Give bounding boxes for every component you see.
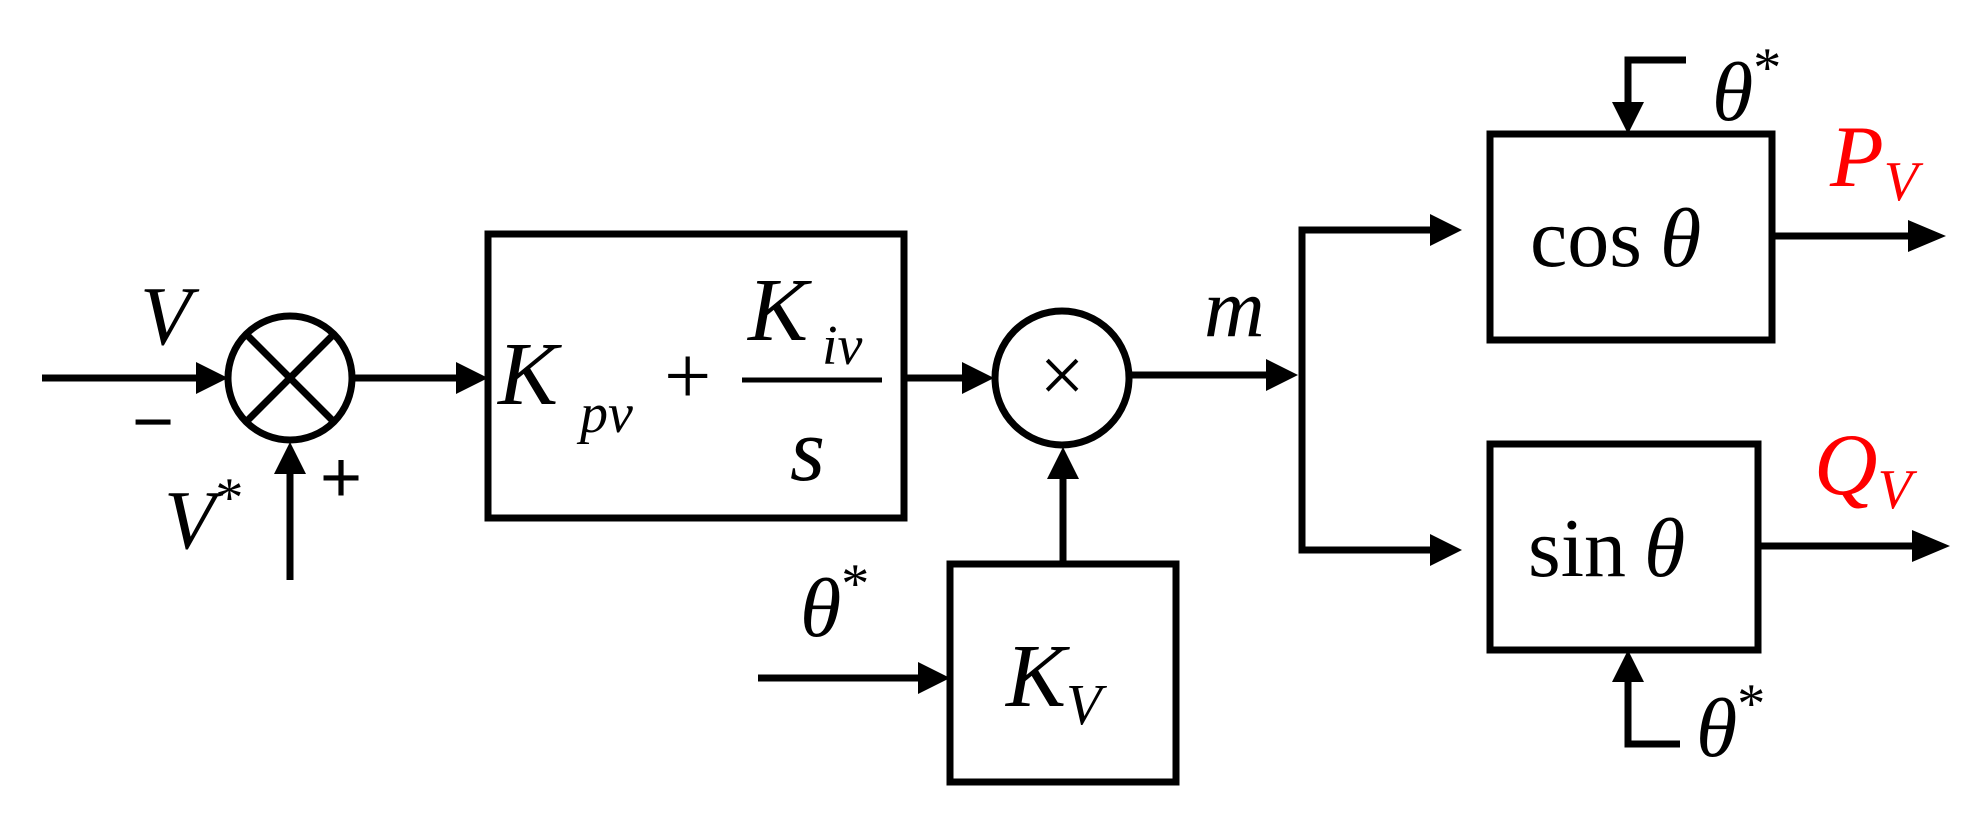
s-denominator: s — [790, 401, 825, 500]
v-ref-input-line — [274, 442, 306, 580]
plus-sign: + — [320, 438, 362, 518]
v-ref-label: V* — [164, 467, 243, 567]
p-output-label: PV — [1829, 109, 1924, 213]
theta-input-line-sin — [1612, 650, 1680, 748]
kp-symbol: K — [496, 325, 562, 424]
pi-transfer-function: K pv + K iv s — [496, 261, 882, 500]
m-label: m — [1204, 262, 1265, 355]
multiply-symbol: × — [1039, 332, 1084, 420]
multiplier-junction — [991, 307, 1133, 449]
q-output-label: QV — [1814, 417, 1918, 521]
error-signal-line — [352, 362, 488, 394]
theta-label-sin: θ* — [1696, 673, 1765, 775]
theta-input-line-gain — [758, 662, 950, 694]
theta-label-cos: θ* — [1712, 37, 1781, 139]
branch-splitter — [1298, 214, 1462, 566]
m-signal-line — [1130, 359, 1298, 391]
summing-junction — [224, 312, 356, 444]
p-output-line — [1772, 220, 1946, 252]
pi-output-line — [904, 362, 994, 394]
v-label: V — [140, 270, 200, 363]
v-input-line — [42, 362, 228, 394]
theta-input-line-cos — [1612, 56, 1686, 134]
theta-label-gain: θ* — [800, 553, 869, 655]
pi-plus: + — [664, 330, 711, 423]
minus-sign: − — [132, 382, 174, 462]
kp-subscript: pv — [576, 383, 633, 445]
gain-output-line — [1047, 447, 1079, 564]
gain-symbol: KV — [1004, 627, 1108, 737]
q-output-line — [1758, 530, 1950, 562]
ki-symbol: K — [746, 261, 812, 360]
ki-subscript: iv — [822, 315, 863, 377]
